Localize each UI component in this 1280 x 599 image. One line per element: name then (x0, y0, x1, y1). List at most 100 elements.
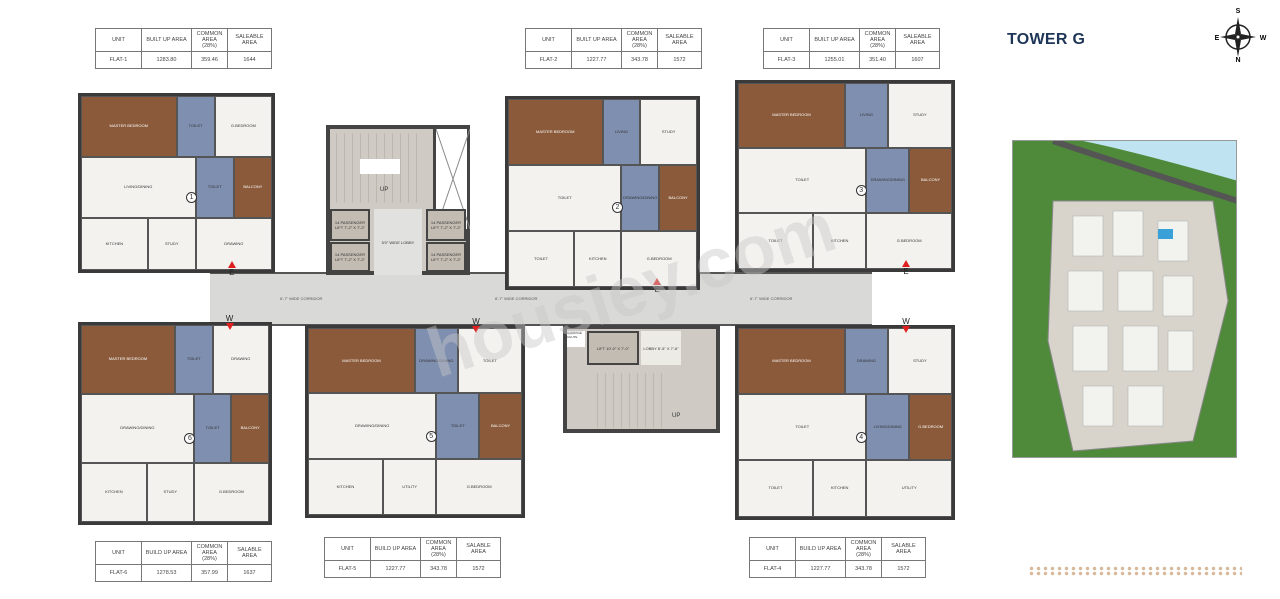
header-cell: COMMON AREA (28%) (191, 28, 228, 52)
table-cell: 1255.01 (809, 51, 860, 69)
header-cell: SALABLE AREA (456, 537, 501, 561)
header-cell: SALABLE AREA (227, 541, 272, 565)
header-cell: COMMON AREA (28%) (845, 537, 882, 561)
room: BALCONY (233, 156, 272, 218)
table-cell: 1227.77 (370, 560, 421, 578)
entry-label: E (654, 285, 660, 294)
entry-marker: E (900, 260, 912, 276)
decorative-dots (1028, 566, 1242, 576)
room: G.BEDROOM (193, 462, 269, 522)
table-cell: 357.99 (191, 564, 228, 582)
site-plan (1012, 140, 1237, 458)
room: BALCONY (231, 393, 269, 463)
room: BALCONY (659, 164, 697, 231)
header-cell: BUILT UP AREA (809, 28, 860, 52)
room: G.BEDROOM (621, 230, 697, 287)
room: TOILET (175, 325, 213, 394)
table-cell: 1637 (227, 564, 272, 582)
stair-up-label: UP (672, 413, 681, 419)
room: TOILET (508, 230, 575, 287)
room: MASTER BEDROOM (738, 83, 845, 149)
room: G.BEDROOM (909, 394, 952, 461)
entry-arrow-icon (902, 260, 910, 267)
table-cell: 1572 (657, 51, 702, 69)
header-cell: SALABLE AREA (881, 537, 926, 561)
stair-up-label: UP (380, 187, 389, 193)
room: UTILITY (382, 458, 437, 515)
header-cell: SALEABLE AREA (895, 28, 940, 52)
room: DRAWING (845, 328, 888, 395)
flat-number: 6 (184, 433, 196, 445)
entry-marker: E (226, 261, 238, 277)
passenger-lift: 14 PASSENGER LIFT 7'-2" X 7'-2" (426, 209, 466, 241)
entry-label: E (903, 267, 909, 276)
header-cell: COMMON AREA (28%) (621, 28, 658, 52)
header-cell: BUILT UP AREA (141, 28, 192, 52)
table-cell: FLAT-5 (324, 560, 371, 578)
flat-number: 1 (186, 191, 198, 203)
entry-arrow-icon (472, 326, 480, 333)
table-cell: 1227.77 (571, 51, 622, 69)
table-cell: FLAT-2 (525, 51, 572, 69)
table-cell: 1572 (881, 560, 926, 578)
table-cell: FLAT-6 (95, 564, 142, 582)
room: KITCHEN (812, 213, 867, 269)
flat-number: 3 (855, 185, 867, 197)
compass-north: N (1235, 57, 1240, 64)
header-cell: BUILT UP AREA (571, 28, 622, 52)
table-cell: 343.78 (420, 560, 457, 578)
room: LIVING/DINING (81, 156, 196, 218)
room: MASTER BEDROOM (81, 325, 175, 394)
compass-east: E (1215, 35, 1220, 42)
table-cell: 1572 (456, 560, 501, 578)
flat-number: 4 (855, 431, 867, 443)
room: G.BEDROOM (866, 213, 952, 269)
header-cell: BUILD UP AREA (141, 541, 192, 565)
room: TOILET (738, 394, 867, 461)
room: DRAWING/DINING (81, 393, 194, 463)
upper-core: UP 14 PASSENGER LIFT 7'-2" X 7'-2" 14 PA… (326, 125, 471, 275)
room: TOILET (176, 96, 215, 157)
table-cell: FLAT-4 (749, 560, 796, 578)
room: KITCHEN (308, 458, 383, 515)
table-cell: 343.78 (621, 51, 658, 69)
header-cell: COMMON AREA (28%) (420, 537, 457, 561)
entry-arrow-icon (902, 326, 910, 333)
entry-label: W (902, 317, 910, 326)
room: STUDY (146, 462, 194, 522)
table-cell: 351.40 (859, 51, 896, 69)
lift-lobby: 5'0" WIDE LOBBY (374, 209, 422, 275)
table-cell: 1227.77 (795, 560, 846, 578)
flat-number: 2 (611, 202, 623, 214)
room: MASTER BEDROOM (738, 328, 845, 395)
room: STUDY (147, 217, 196, 270)
passenger-lift: 14 PASSENGER LIFT 7'-2" X 7'-2" (330, 242, 370, 272)
entry-label: E (229, 268, 235, 277)
room: DRAWING/DINING (415, 328, 458, 394)
room: BALCONY (909, 148, 952, 214)
room: TOILET (195, 156, 234, 218)
room: UTILITY (866, 460, 952, 517)
room: STUDY (640, 99, 697, 165)
stair-well (360, 159, 400, 174)
table-cell: 343.78 (845, 560, 882, 578)
passenger-lift: 14 PASSENGER LIFT 7'-2" X 7'-2" (330, 209, 370, 241)
room: DRAWING/DINING (621, 164, 660, 231)
flat-number: 5 (425, 430, 437, 442)
header-cell: COMMON AREA (28%) (859, 28, 896, 52)
room: TOILET (457, 328, 522, 394)
